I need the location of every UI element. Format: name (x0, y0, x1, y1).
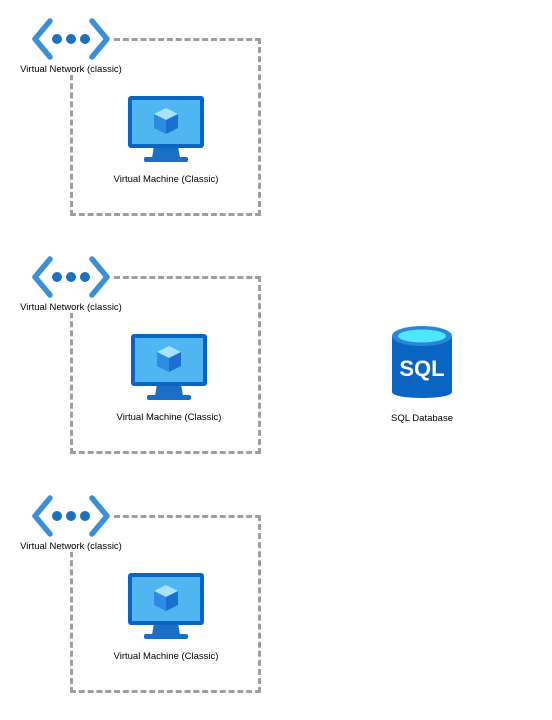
vnet-label: Virtual Network (classic) (0, 541, 142, 552)
virtual-machine-icon[interactable] (126, 571, 206, 641)
vnet-group-1: Virtual Network (classic) Virtual Machin… (0, 0, 300, 230)
vm-label: Virtual Machine (Classic) (113, 651, 219, 662)
sql-icon-text: SQL (399, 356, 444, 381)
virtual-network-icon[interactable] (30, 254, 112, 300)
vnet-boundary (70, 276, 261, 454)
vnet-boundary (70, 515, 261, 693)
vm-label: Virtual Machine (Classic) (116, 412, 222, 423)
vnet-label: Virtual Network (classic) (0, 302, 142, 313)
virtual-network-icon[interactable] (30, 493, 112, 539)
vm-label: Virtual Machine (Classic) (113, 174, 219, 185)
sql-database-label: SQL Database (391, 413, 453, 424)
virtual-machine-icon[interactable] (129, 332, 209, 402)
virtual-machine-icon[interactable] (126, 94, 206, 164)
virtual-network-icon[interactable] (30, 16, 112, 62)
sql-database-icon[interactable]: SQL (390, 324, 454, 404)
vnet-boundary (70, 38, 261, 216)
vnet-group-2: Virtual Network (classic) Virtual Machin… (0, 238, 300, 468)
vnet-label: Virtual Network (classic) (0, 64, 142, 75)
vnet-group-3: Virtual Network (classic) Virtual Machin… (0, 477, 300, 707)
